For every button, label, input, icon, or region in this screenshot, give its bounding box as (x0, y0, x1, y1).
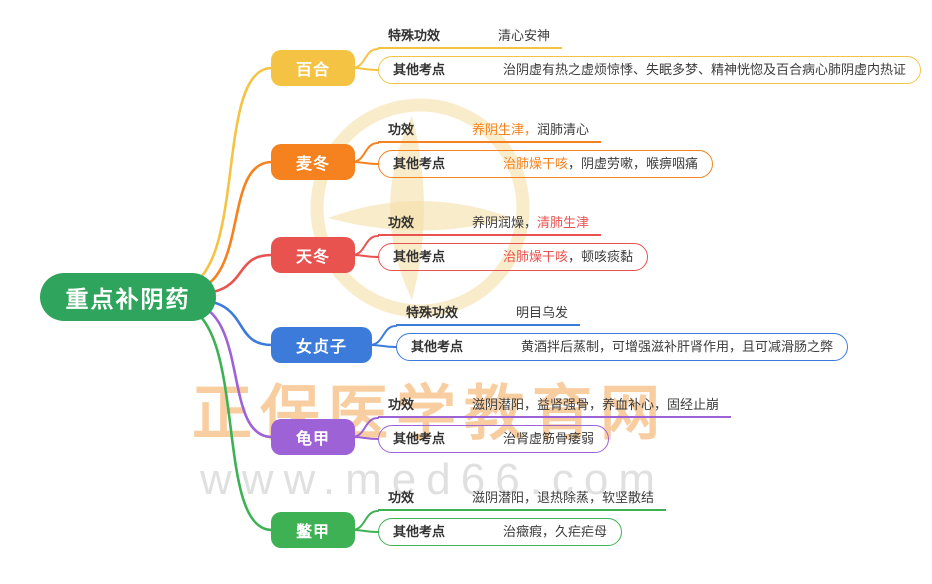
connector-nvzhenzi-row1 (369, 325, 397, 346)
maidong-effect-row[interactable]: 功效 养阴生津，润肺清心 (378, 119, 602, 143)
row-value-highlight: 治肺燥干咳 (503, 249, 569, 264)
row-value: 治癥瘕，久疟疟母 (503, 524, 608, 539)
tiandong-effect-row[interactable]: 功效 养阴润燥，清肺生津 (378, 212, 602, 236)
row-label: 其他考点 (393, 156, 446, 171)
row-label: 其他考点 (393, 431, 446, 446)
row-label: 功效 (388, 122, 415, 137)
root-node[interactable]: 重点补阴药 (40, 273, 216, 321)
row-label: 功效 (388, 490, 415, 505)
row-label: 功效 (388, 397, 415, 412)
connector-baihe-row2 (351, 67, 379, 71)
watermark-url-text: www.med66.com (200, 455, 666, 504)
row-label: 特殊功效 (388, 28, 441, 43)
row-value: 清心安神 (498, 28, 551, 43)
connector-root-guijia (189, 301, 274, 439)
row-value: 养阴润燥， (472, 215, 538, 230)
baihe-exam-points-row[interactable]: 其他考点 治阴虚有热之虚烦惊悸、失眠多梦、精神恍惚及百合病心肺阴虚内热证 (378, 56, 922, 84)
row-value: 明目乌发 (516, 305, 569, 320)
logo-horizontal-band (328, 201, 512, 231)
row-label: 功效 (388, 215, 415, 230)
row-value: 润肺清心 (537, 122, 590, 137)
connector-tiandong-row1 (351, 235, 379, 256)
branch-node-guijia[interactable]: 龟甲 (271, 419, 355, 455)
row-value-highlight: 养阴生津， (472, 122, 538, 137)
nvzhenzi-effect-row[interactable]: 特殊功效 明目乌发 (396, 302, 581, 326)
connector-tiandong-row2 (351, 254, 379, 258)
biejia-exam-points-row[interactable]: 其他考点 治癥瘕，久疟疟母 (378, 518, 623, 546)
row-label: 其他考点 (393, 62, 446, 77)
row-value-highlight: 清肺生津 (537, 215, 590, 230)
branch-node-nvzhenzi[interactable]: 女贞子 (271, 327, 372, 363)
row-value: 滋阴潜阳，益肾强骨，养血补心，固经止崩 (472, 397, 720, 412)
tiandong-exam-points-row[interactable]: 其他考点 治肺燥干咳，顿咳痰黏 (378, 243, 649, 271)
branch-node-tiandong[interactable]: 天冬 (271, 237, 355, 273)
connector-maidong-row1 (351, 142, 379, 163)
row-value: 滋阴潜阳，退热除蒸，软坚散结 (472, 490, 655, 505)
connector-root-biejia (183, 304, 274, 532)
connector-root-baihe (183, 66, 274, 290)
connector-nvzhenzi-row2 (369, 344, 397, 348)
biejia-effect-row[interactable]: 功效 滋阴潜阳，退热除蒸，软坚散结 (378, 487, 667, 511)
watermark-logo zhengbao-circle-logo-icon (310, 98, 530, 318)
row-value: ，顿咳痰黏 (568, 249, 634, 264)
logo-ring (310, 98, 530, 318)
row-label: 其他考点 (393, 249, 446, 264)
branch-node-baihe[interactable]: 百合 (271, 50, 355, 86)
row-label: 其他考点 (393, 524, 446, 539)
row-value: 治肾虚筋骨痿弱 (503, 431, 595, 446)
connector-maidong-row2 (351, 161, 379, 165)
connector-guijia-row2 (351, 436, 379, 440)
row-value: ，阴虚劳嗽，喉痹咽痛 (568, 156, 699, 171)
baihe-effect-row[interactable]: 特殊功效 清心安神 (378, 25, 563, 49)
connector-baihe-row1 (351, 48, 379, 69)
connector-biejia-row1 (351, 510, 379, 531)
guijia-effect-row[interactable]: 功效 滋阴潜阳，益肾强骨，养血补心，固经止崩 (378, 394, 732, 418)
branch-node-maidong[interactable]: 麦冬 (271, 144, 355, 180)
nvzhenzi-exam-points-row[interactable]: 其他考点 黄酒拌后蒸制，可增强滋补肝肾作用，且可减滑肠之弊 (396, 333, 849, 361)
row-value: 黄酒拌后蒸制，可增强滋补肝肾作用，且可减滑肠之弊 (521, 339, 834, 354)
connector-biejia-row2 (351, 529, 379, 533)
maidong-exam-points-row[interactable]: 其他考点 治肺燥干咳，阴虚劳嗽，喉痹咽痛 (378, 150, 714, 178)
row-value-highlight: 治肺燥干咳 (503, 156, 569, 171)
guijia-exam-points-row[interactable]: 其他考点 治肾虚筋骨痿弱 (378, 425, 610, 453)
connector-guijia-row1 (351, 417, 379, 438)
connector-root-maidong (189, 160, 274, 293)
row-value: 治阴虚有热之虚烦惊悸、失眠多梦、精神恍惚及百合病心肺阴虚内热证 (503, 62, 907, 77)
branch-node-biejia[interactable]: 鳖甲 (271, 512, 355, 548)
row-label: 特殊功效 (406, 305, 459, 320)
row-label: 其他考点 (411, 339, 464, 354)
